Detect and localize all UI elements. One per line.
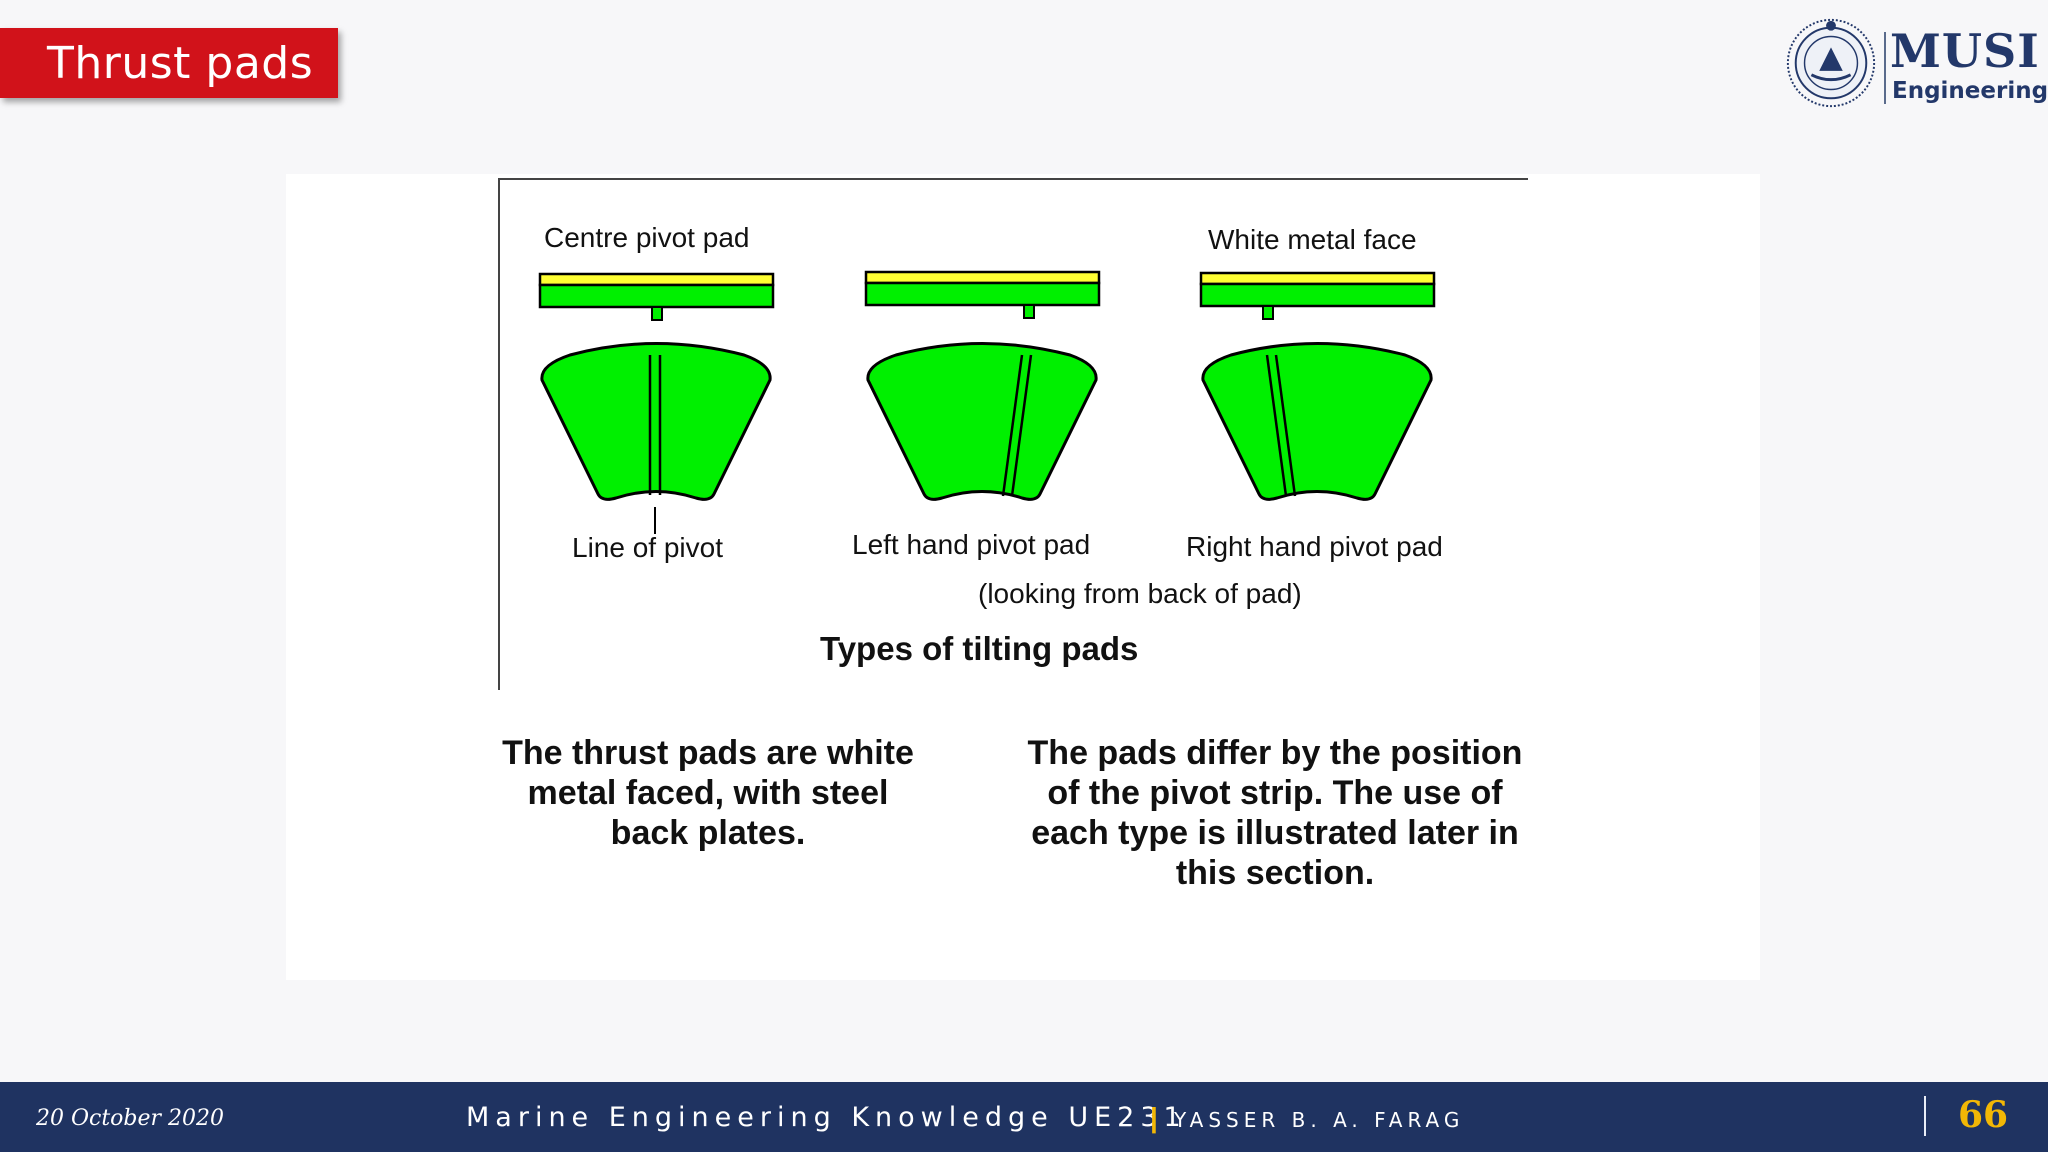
- footer-date: 20 October 2020: [36, 1106, 225, 1131]
- tilting-pads-figure: Centre pivot pad White metal face Line o…: [498, 178, 1528, 690]
- slide-title-banner: Thrust pads: [0, 28, 338, 98]
- tilting-pads-drawing: [538, 270, 1436, 534]
- university-seal-icon: [1786, 18, 1876, 108]
- body-text-left: The thrust pads are white metal faced, w…: [502, 734, 914, 852]
- footer-author: YASSER B. A. FARAG: [1174, 1108, 1465, 1132]
- centre-pivot-pad-side-view: [538, 272, 775, 321]
- label-looking-from-back: (looking from back of pad): [978, 578, 1302, 609]
- label-white-metal-face: White metal face: [1208, 224, 1417, 255]
- label-right-hand-pivot-pad: Right hand pivot pad: [1186, 531, 1443, 562]
- label-centre-pivot-pad: Centre pivot pad: [544, 222, 750, 253]
- footer-divider: [1924, 1096, 1926, 1136]
- footer-separator: |: [1150, 1102, 1158, 1133]
- logo-name: MUSI: [1890, 24, 2040, 78]
- footer-bar: 20 October 2020 Marine Engineering Knowl…: [0, 1082, 2048, 1152]
- right-hand-pivot-pad-side-view: [1199, 271, 1436, 320]
- left-hand-pivot-pad-face-view: [866, 342, 1098, 501]
- label-line-of-pivot: Line of pivot: [572, 532, 723, 563]
- body-text-right: The pads differ by the position of the p…: [1027, 734, 1523, 892]
- slide-title: Thrust pads: [47, 37, 314, 89]
- centre-pivot-pad-face-view: [540, 342, 772, 534]
- left-hand-pivot-pad-side-view: [864, 270, 1101, 319]
- logo-divider: [1884, 32, 1886, 104]
- right-hand-pivot-pad-face-view: [1201, 342, 1433, 501]
- figure-caption: Types of tilting pads: [820, 630, 1139, 667]
- label-left-hand-pivot-pad: Left hand pivot pad: [852, 529, 1091, 560]
- university-logo: MUSI Engineering: [1780, 12, 2048, 112]
- footer-course-title: Marine Engineering Knowledge UE231: [466, 1102, 1187, 1133]
- page-number: 66: [1958, 1094, 2009, 1136]
- logo-subtitle: Engineering: [1892, 78, 2048, 104]
